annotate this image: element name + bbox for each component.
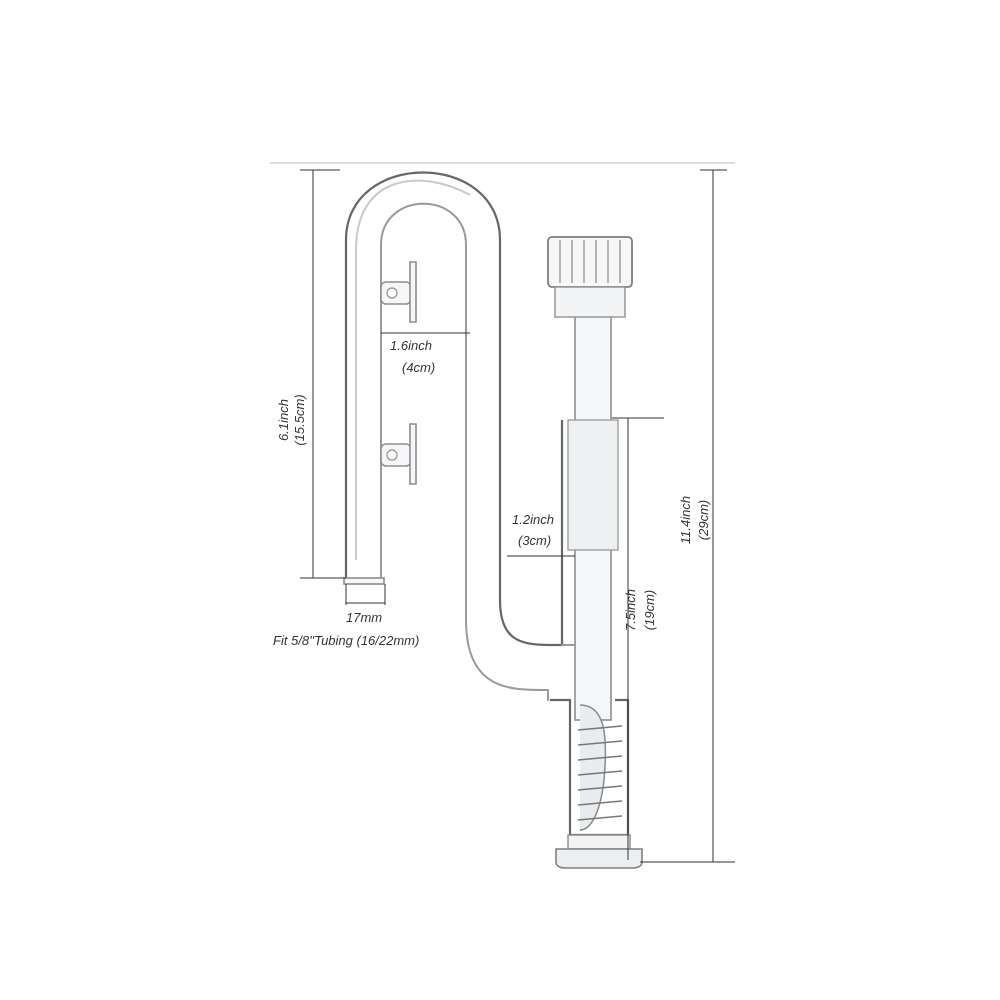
- label-joint-gap: 1.2inch (3cm): [512, 512, 554, 548]
- label-left-height: 6.1inch (15.5cm): [276, 394, 307, 445]
- left-height-metric: (15.5cm): [292, 394, 307, 445]
- label-total-height: 11.4inch (29cm): [678, 496, 711, 544]
- intake-spiral-chamber: [550, 698, 643, 869]
- label-intake-height: 7.5inch (19cm): [623, 589, 657, 631]
- glass-pipe: [343, 171, 643, 869]
- u-width-imperial: 1.6inch: [390, 338, 432, 353]
- tube-diameter-text: 17mm: [346, 610, 382, 625]
- label-u-width: 1.6inch (4cm): [390, 338, 435, 375]
- total-height-metric: (29cm): [696, 500, 711, 540]
- label-tube-diameter: 17mm Fit 5/8''Tubing (16/22mm): [273, 610, 419, 648]
- u-width-metric: (4cm): [402, 360, 435, 375]
- suction-cup-upper: [380, 261, 417, 323]
- intake-height-metric: (19cm): [642, 590, 657, 630]
- left-height-imperial: 6.1inch: [276, 399, 291, 441]
- dimension-lines: [270, 162, 735, 863]
- intake-height-imperial: 7.5inch: [623, 589, 638, 631]
- suction-cup-lower: [380, 423, 417, 485]
- strainer-cap: [547, 236, 633, 318]
- tubing-fit-text: Fit 5/8''Tubing (16/22mm): [273, 633, 419, 648]
- joint-gap-imperial: 1.2inch: [512, 512, 554, 527]
- joint-gap-metric: (3cm): [518, 533, 551, 548]
- total-height-imperial: 11.4inch: [678, 496, 693, 544]
